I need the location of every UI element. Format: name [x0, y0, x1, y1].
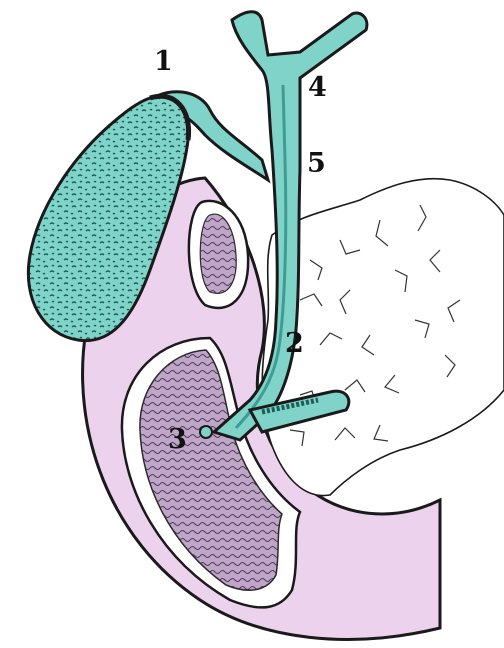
- label-2: 2: [285, 330, 304, 357]
- label-3: 3: [168, 426, 187, 453]
- label-4: 4: [308, 74, 327, 101]
- label-5: 5: [307, 150, 326, 177]
- ampulla: [200, 426, 212, 438]
- label-1: 1: [154, 48, 173, 75]
